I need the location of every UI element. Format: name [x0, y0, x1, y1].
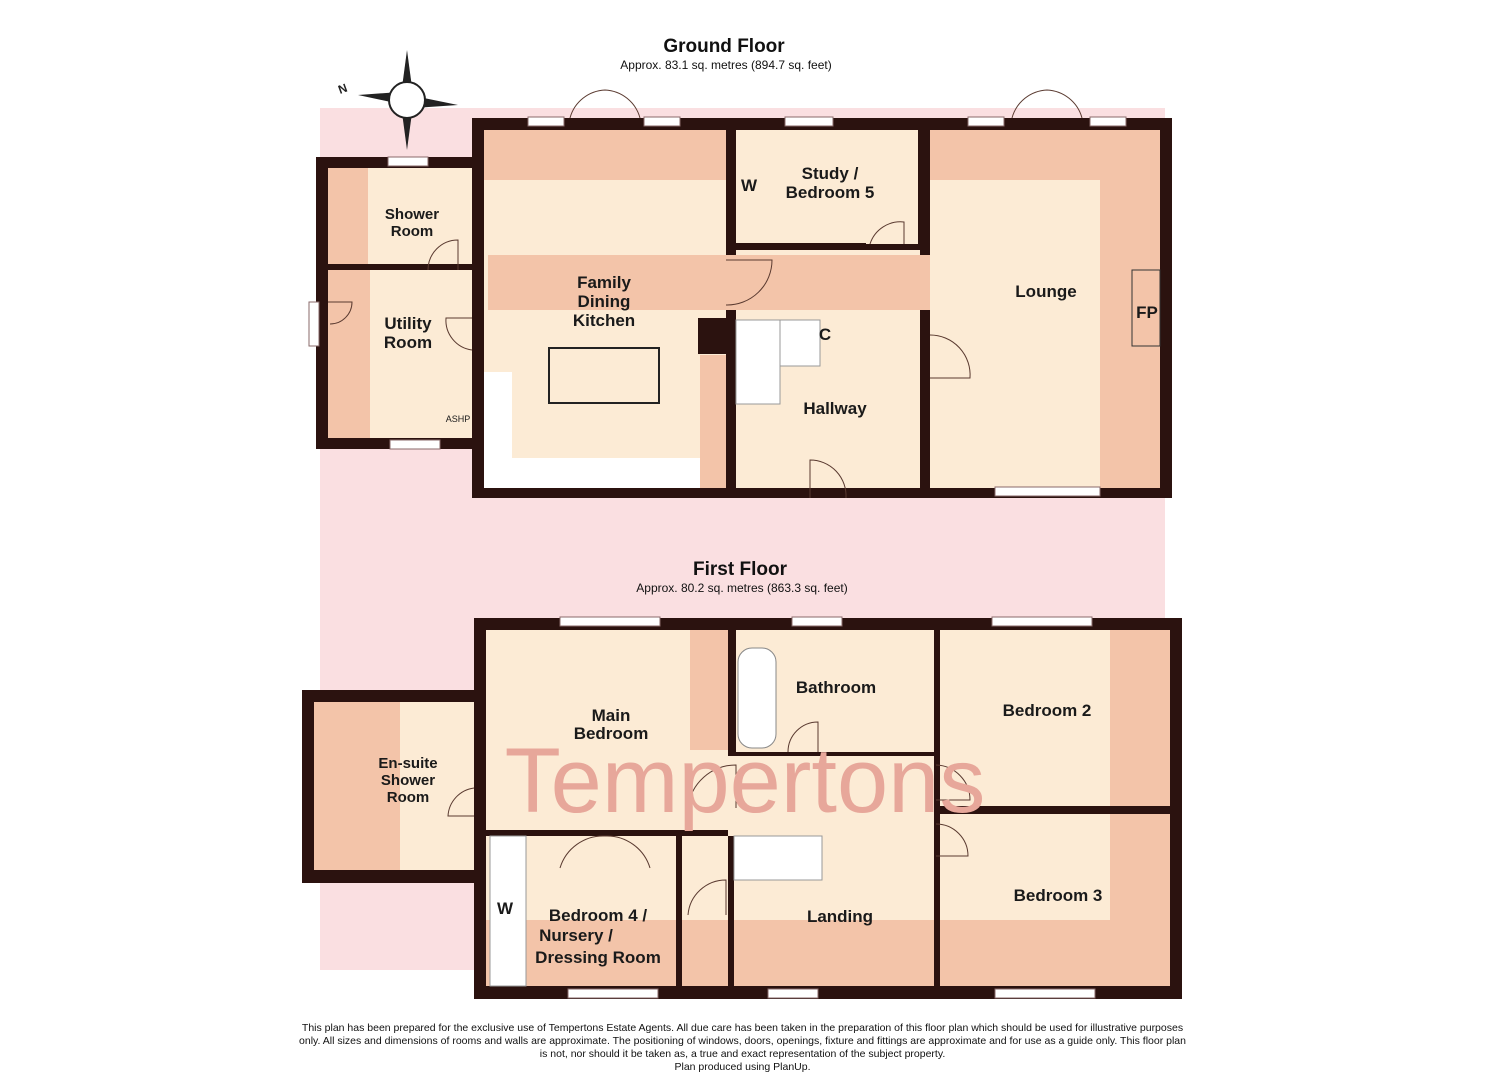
disclaimer: This plan has been prepared for the excl… [250, 1022, 1235, 1074]
first-floor-area: Approx. 80.2 sq. metres (863.3 sq. feet) [636, 581, 847, 595]
wardrobe-mark: W [741, 176, 758, 195]
ground-floor-area: Approx. 83.1 sq. metres (894.7 sq. feet) [620, 58, 831, 72]
ashp-mark: ASHP [446, 414, 471, 424]
wardrobe-mark-first: W [497, 899, 514, 918]
label-lounge: Lounge [1015, 282, 1076, 301]
label-bedroom-3: Bedroom 3 [1014, 886, 1103, 905]
disclaimer-line: is not, nor should it be taken as, a tru… [539, 1048, 946, 1060]
disclaimer-line: Plan produced using PlanUp. [674, 1061, 811, 1073]
watermark-text: Tempertons [505, 730, 986, 832]
label-hallway: Hallway [803, 399, 867, 418]
room-study [736, 130, 918, 244]
cupboard-mark: C [819, 325, 831, 344]
kitchen-island [548, 347, 660, 404]
label-bathroom: Bathroom [796, 678, 876, 697]
ground-floor-title: Ground Floor [663, 36, 785, 57]
fireplace-mark: FP [1136, 303, 1158, 322]
disclaimer-line: only. All sizes and dimensions of rooms … [299, 1035, 1186, 1047]
compass-north-label: N [336, 81, 349, 97]
label-study: Study /Bedroom 5 [786, 164, 875, 202]
disclaimer-line: This plan has been prepared for the excl… [301, 1022, 1184, 1034]
first-floor-title: First Floor [693, 559, 788, 580]
fireplace [1131, 269, 1161, 347]
label-bedroom-4: Bedroom 4 /Nursery /Dressing Room [535, 906, 661, 967]
label-bedroom-2: Bedroom 2 [1003, 701, 1092, 720]
label-landing: Landing [807, 907, 873, 926]
